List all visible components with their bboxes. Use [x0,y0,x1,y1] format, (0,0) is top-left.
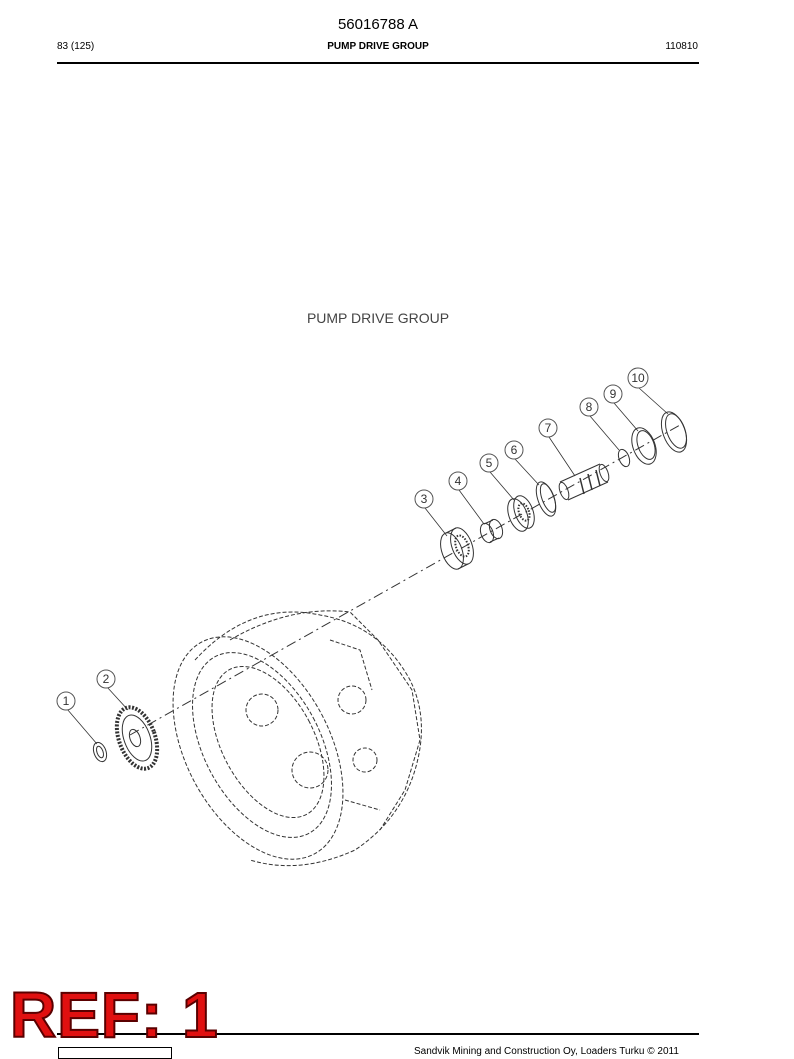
page-number: 83 (125) [57,41,95,52]
footer-divider [57,1033,699,1035]
o-ring-part-8 [617,448,631,468]
callout-label-9: 9 [610,387,617,401]
snap-ring-part-6 [535,481,557,517]
callout-label-5: 5 [486,456,493,470]
callout-10: 10 [627,367,649,389]
callout-6: 6 [504,440,524,460]
header-divider [57,62,699,64]
callout-7: 7 [538,418,558,438]
circlip-part-1 [92,741,108,763]
page-title: PUMP DRIVE GROUP [327,41,429,52]
callout-label-7: 7 [545,421,552,435]
callout-1: 1 [56,691,76,711]
callout-9: 9 [603,384,623,404]
bearing-part-5 [507,495,535,532]
bearing-part-3 [440,527,474,570]
callout-3: 3 [414,489,434,509]
retaining-ring-part-10 [660,411,688,453]
leader-lines [66,387,669,745]
exploded-parts-drawing: 1 2 3 4 5 6 7 8 9 10 [56,367,688,867]
ref-stamp: REF: 1 [9,979,219,1051]
callout-label-10: 10 [631,371,645,385]
figure-title: PUMP DRIVE GROUP [306,310,450,326]
callout-label-8: 8 [586,400,593,414]
footer-copyright: Sandvik Mining and Construction Oy, Load… [414,1046,679,1057]
document-code: 110810 [665,41,698,52]
shaft-part-7 [558,463,610,501]
sandvik-logo [58,1047,172,1059]
assembly-axis [129,424,681,736]
ring-part-9 [631,427,657,465]
callout-4: 4 [448,471,468,491]
callout-2: 2 [96,669,116,689]
callout-8: 8 [579,397,599,417]
document-number: 56016788 A [337,16,419,33]
callout-label-6: 6 [511,443,518,457]
callout-label-4: 4 [455,474,462,488]
callout-label-1: 1 [63,694,70,708]
callout-5: 5 [479,453,499,473]
gear-part-2 [114,705,160,771]
callout-label-2: 2 [103,672,110,686]
callout-label-3: 3 [421,492,428,506]
housing-drawing [172,610,422,867]
